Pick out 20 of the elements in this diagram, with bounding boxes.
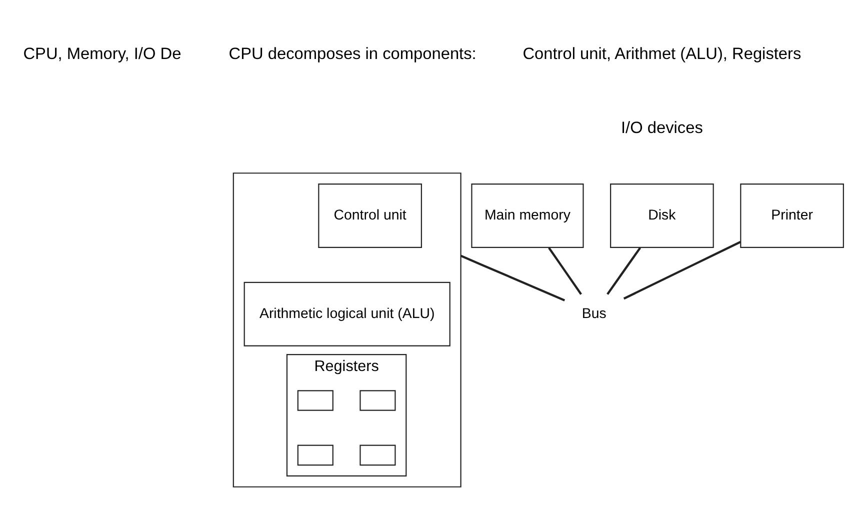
- label: CPU, Memory, I/O De: [23, 44, 182, 63]
- label: Control unit, Arithmet (ALU), Registers: [522, 44, 802, 63]
- node-box: [360, 390, 396, 411]
- node-box: Arithmetic logical unit (ALU): [244, 282, 450, 346]
- cluster: Registers: [286, 354, 407, 476]
- connector: [606, 247, 642, 295]
- label: I/O devices: [620, 119, 703, 138]
- node-box: Printer: [740, 184, 844, 248]
- connector: [623, 240, 742, 300]
- cluster: [232, 172, 462, 488]
- connector: [548, 247, 582, 295]
- label: CPU decomposes in components:: [228, 44, 476, 63]
- node-box: [297, 444, 334, 466]
- node-box: Control unit: [318, 184, 422, 248]
- node-box: Main memory: [471, 184, 584, 248]
- node-text: Bus: [582, 306, 606, 322]
- connector: [460, 254, 566, 302]
- node-box: [297, 390, 334, 411]
- node-box: Disk: [610, 184, 714, 248]
- node-box: [360, 444, 396, 466]
